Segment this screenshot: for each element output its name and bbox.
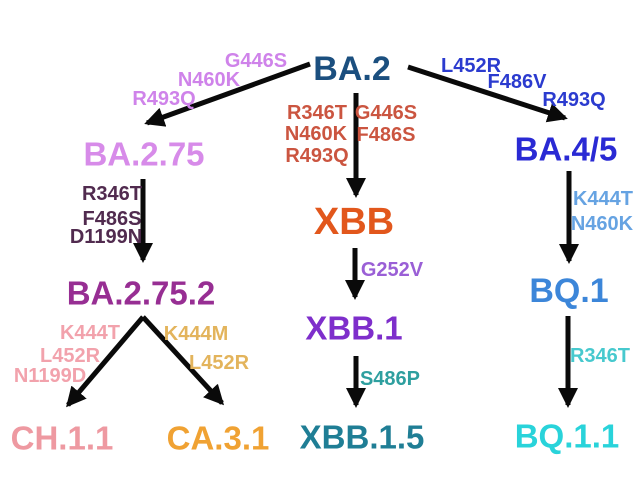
mutation-label-ba2-xbb-f486s: F486S <box>356 124 416 146</box>
mutation-label-ba45-bq1-k444t: K444T <box>572 188 634 210</box>
mutation-label-ba2-ba275-n460k: N460K <box>177 69 241 91</box>
mutation-label-ba2-xbb-n460k: N460K <box>284 123 348 145</box>
variant-node-xbb1: XBB.1 <box>305 309 403 347</box>
mutation-label-ba275-ba2752-f486s: F486S <box>82 208 142 230</box>
arrow-ba2-to-ba275 <box>144 61 311 127</box>
mutation-label-xbb-xbb1-g252v: G252V <box>360 259 424 281</box>
mutation-label-ba2-ba275-r493q: R493Q <box>132 88 196 110</box>
mutation-label-ba275-ba2752-d1199n: D1199N <box>69 226 143 248</box>
mutation-label-ba2-ba45-l452r: L452R <box>440 55 502 77</box>
mutation-label-ba2752-ch11-l452r: L452R <box>39 345 101 367</box>
variant-node-ba2752: BA.2.75.2 <box>66 274 216 312</box>
arrow-ba2-to-ba45 <box>407 64 568 123</box>
arrow-ba2752-to-ca31 <box>141 315 225 406</box>
variant-node-ch11: CH.1.1 <box>10 419 114 457</box>
mutation-label-ba2-ba45-f486v: F486V <box>487 71 547 93</box>
mutation-label-ba2752-ch11-k444t: K444T <box>59 322 121 344</box>
variant-node-xbb15: XBB.1.5 <box>299 418 425 456</box>
variant-node-xbb: XBB <box>313 201 395 243</box>
variant-node-bq1: BQ.1 <box>529 272 609 310</box>
variant-node-ba2: BA.2 <box>313 50 391 88</box>
variant-node-ba45: BA.4/5 <box>514 130 618 168</box>
mutation-label-ba2752-ca31-l452r: L452R <box>188 352 250 374</box>
mutation-label-ba2752-ch11-n1199d: N1199D <box>13 365 87 387</box>
mutation-label-ba2752-ca31-k444m: K444M <box>163 323 229 345</box>
mutation-label-ba2-xbb-g446s: G446S <box>354 102 418 124</box>
mutation-label-xbb1-xbb15-s486p: S486P <box>359 368 421 390</box>
arrow-ba2752-to-ch11 <box>66 315 145 408</box>
mutation-label-ba45-bq1-n460k: N460K <box>570 213 634 235</box>
mutation-label-ba2-ba275-g446s: G446S <box>224 50 288 72</box>
mutation-label-ba2-ba45-r493q: R493Q <box>542 89 606 111</box>
variant-node-bq11: BQ.1.1 <box>514 417 620 455</box>
variant-node-ba275: BA.2.75 <box>83 135 205 173</box>
mutation-label-ba275-ba2752-r346t: R346T <box>81 183 143 205</box>
mutation-label-ba2-xbb-r346t: R346T <box>286 102 348 124</box>
variant-node-ca31: CA.3.1 <box>166 419 270 457</box>
mutation-label-ba2-xbb-r493q: R493Q <box>285 145 349 167</box>
mutation-label-bq1-bq11-r346t: R346T <box>569 345 631 367</box>
